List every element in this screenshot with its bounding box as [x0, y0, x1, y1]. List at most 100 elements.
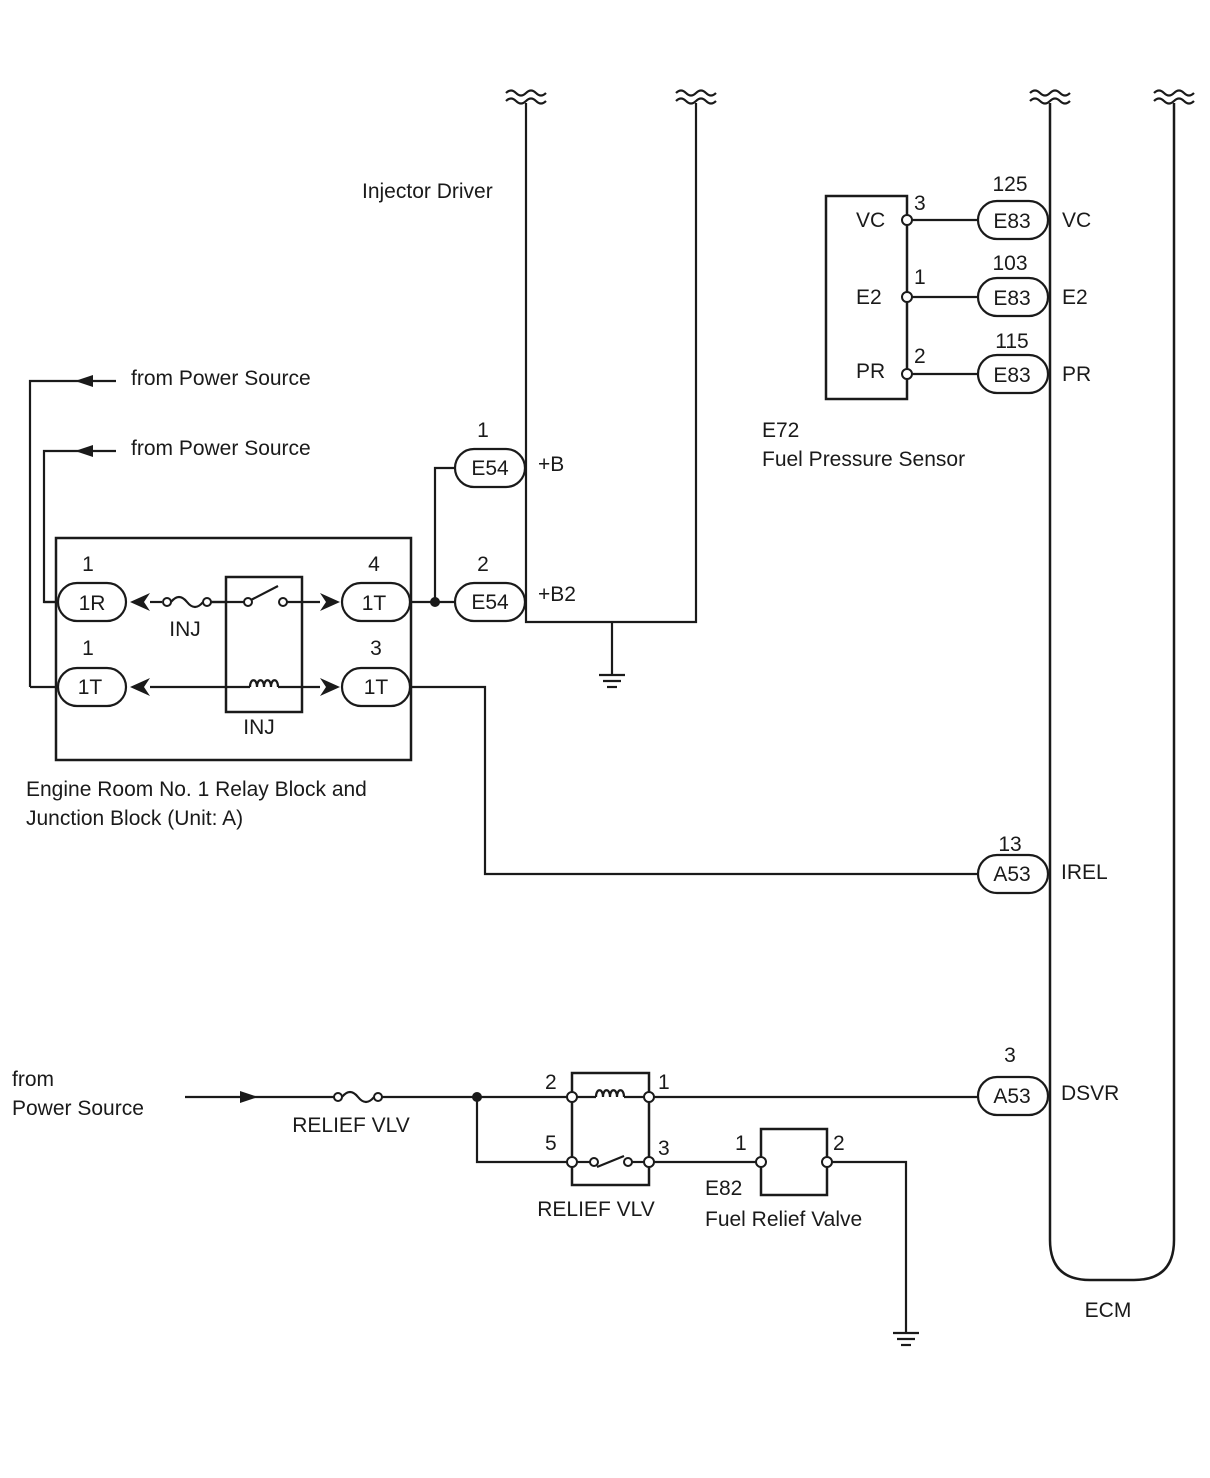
- ecm-pin-number: 3: [1004, 1044, 1016, 1067]
- injector-driver-outline: [524, 103, 698, 624]
- ecm-label: ECM: [1085, 1299, 1132, 1322]
- connector-e83-vc: [976, 199, 1050, 241]
- connector-label: 1T: [78, 676, 103, 699]
- relay-coil-icon: [594, 1089, 626, 1098]
- wire-segment: [475, 1097, 568, 1164]
- sensor-terminal: [901, 214, 913, 226]
- relief-circuit: from Power Source RELIEF VLV 2 1 5 3 REL…: [12, 1068, 978, 1347]
- connector-a53-irel: [976, 853, 1050, 895]
- arrow-connector-icon: [320, 593, 340, 611]
- fuse-icon: [341, 1090, 375, 1104]
- pin-number: 1: [658, 1071, 670, 1094]
- connector-1t-left: [56, 666, 128, 708]
- fuse-label: RELIEF VLV: [292, 1114, 410, 1137]
- connector-label: E83: [993, 364, 1030, 387]
- pin-number: 2: [833, 1132, 845, 1155]
- sensor-pin-label: E2: [856, 286, 882, 309]
- relay-terminal: [566, 1156, 578, 1168]
- ecm-outline: [1048, 103, 1176, 1282]
- break-mark-icon: [1029, 89, 1071, 105]
- wire-to-ground: [832, 1160, 908, 1332]
- break-mark-icon: [675, 89, 717, 105]
- ecm: ECM 13 A53 IREL 3 A53 DSVR: [976, 89, 1195, 1322]
- ecm-terminal-label: VC: [1062, 209, 1091, 232]
- fuse-terminal: [202, 597, 212, 607]
- relay-inj-box: [224, 575, 304, 714]
- connector-label: A53: [993, 863, 1030, 886]
- pin-number: 1: [735, 1132, 747, 1155]
- pin-number: 2: [545, 1071, 557, 1094]
- connector-label: E54: [471, 457, 509, 480]
- sensor-pin-label: PR: [856, 360, 885, 383]
- arrow-right-icon: [240, 1091, 258, 1103]
- relay-block: 1 1R INJ INJ 1 1T 4 1T 3: [26, 536, 413, 830]
- arrow-left-icon: [75, 445, 93, 457]
- relay-label: RELIEF VLV: [537, 1198, 655, 1221]
- valve-code: E82: [705, 1177, 742, 1200]
- break-mark-icon: [1153, 89, 1195, 105]
- connector-label: E54: [471, 591, 509, 614]
- relay-coil-icon: [248, 679, 280, 688]
- relay-contact: [278, 597, 288, 607]
- valve-name: Fuel Relief Valve: [705, 1208, 862, 1231]
- injector-driver: Injector Driver 1 E54 +B 2 E54 +B2: [362, 89, 717, 689]
- pin-number: 3: [914, 192, 926, 215]
- power-source-label: from Power Source: [131, 437, 311, 460]
- relay-label: INJ: [243, 716, 275, 739]
- fuel-pressure-sensor: VC 3 125 E83 VC E2 1 103 E83 E2 PR 2 115…: [762, 173, 1091, 471]
- ecm-terminal-label: DSVR: [1061, 1082, 1119, 1105]
- sensor-name: Fuel Pressure Sensor: [762, 448, 965, 471]
- connector-label: 1T: [362, 592, 387, 615]
- ecm-pin-number: 103: [992, 252, 1027, 275]
- ecm-pin-number: 125: [992, 173, 1027, 196]
- pin-number: 4: [368, 553, 380, 576]
- ground-icon: [893, 1331, 919, 1347]
- power-source-label: from Power Source: [131, 367, 311, 390]
- sensor-terminal: [901, 368, 913, 380]
- pin-number: 5: [545, 1132, 557, 1155]
- pin-number: 1: [82, 553, 94, 576]
- fuse-icon: [170, 595, 204, 609]
- relay-switch-icon: [596, 1154, 625, 1169]
- connector-label: E83: [993, 210, 1030, 233]
- relay-relief-box: [570, 1071, 651, 1187]
- relay-terminal: [566, 1091, 578, 1103]
- fuse-label: INJ: [169, 618, 201, 641]
- terminal-label: +B: [538, 453, 564, 476]
- ecm-pin-number: 115: [995, 330, 1028, 353]
- wire-to-e54-b: [433, 466, 455, 602]
- relay-contact: [623, 1157, 633, 1167]
- arrow-connector-icon: [130, 678, 150, 696]
- relay-terminal: [643, 1156, 655, 1168]
- arrow-left-icon: [75, 375, 93, 387]
- pin-number: 2: [477, 553, 489, 576]
- power-source-label: from: [12, 1068, 54, 1091]
- pin-number: 1: [82, 637, 94, 660]
- power-source-label: Power Source: [12, 1097, 144, 1120]
- fuse-terminal: [373, 1092, 383, 1102]
- relay-terminal: [643, 1091, 655, 1103]
- relay-switch-icon: [250, 585, 279, 601]
- connector-label: A53: [993, 1085, 1030, 1108]
- ecm-pin-number: 13: [998, 833, 1021, 856]
- sensor-pin-label: VC: [856, 209, 885, 232]
- connector-e83-pr: [976, 353, 1050, 395]
- connector-label: 1T: [364, 676, 389, 699]
- fuel-relief-valve-box: [759, 1127, 829, 1197]
- injector-driver-title: Injector Driver: [362, 180, 493, 203]
- pin-number: 1: [477, 419, 489, 442]
- fuse-terminal: [162, 597, 172, 607]
- arrow-connector-icon: [130, 593, 150, 611]
- valve-terminal: [821, 1156, 833, 1168]
- ecm-terminal-label: IREL: [1061, 861, 1108, 884]
- pin-number: 3: [370, 637, 382, 660]
- valve-terminal: [755, 1156, 767, 1168]
- relay-contact: [589, 1157, 599, 1167]
- connector-e83-e2: [976, 276, 1050, 318]
- ecm-terminal-label: PR: [1062, 363, 1091, 386]
- pin-number: 2: [914, 345, 926, 368]
- relay-block-name: Junction Block (Unit: A): [26, 807, 243, 830]
- sensor-box: [824, 194, 909, 401]
- fuse-terminal: [333, 1092, 343, 1102]
